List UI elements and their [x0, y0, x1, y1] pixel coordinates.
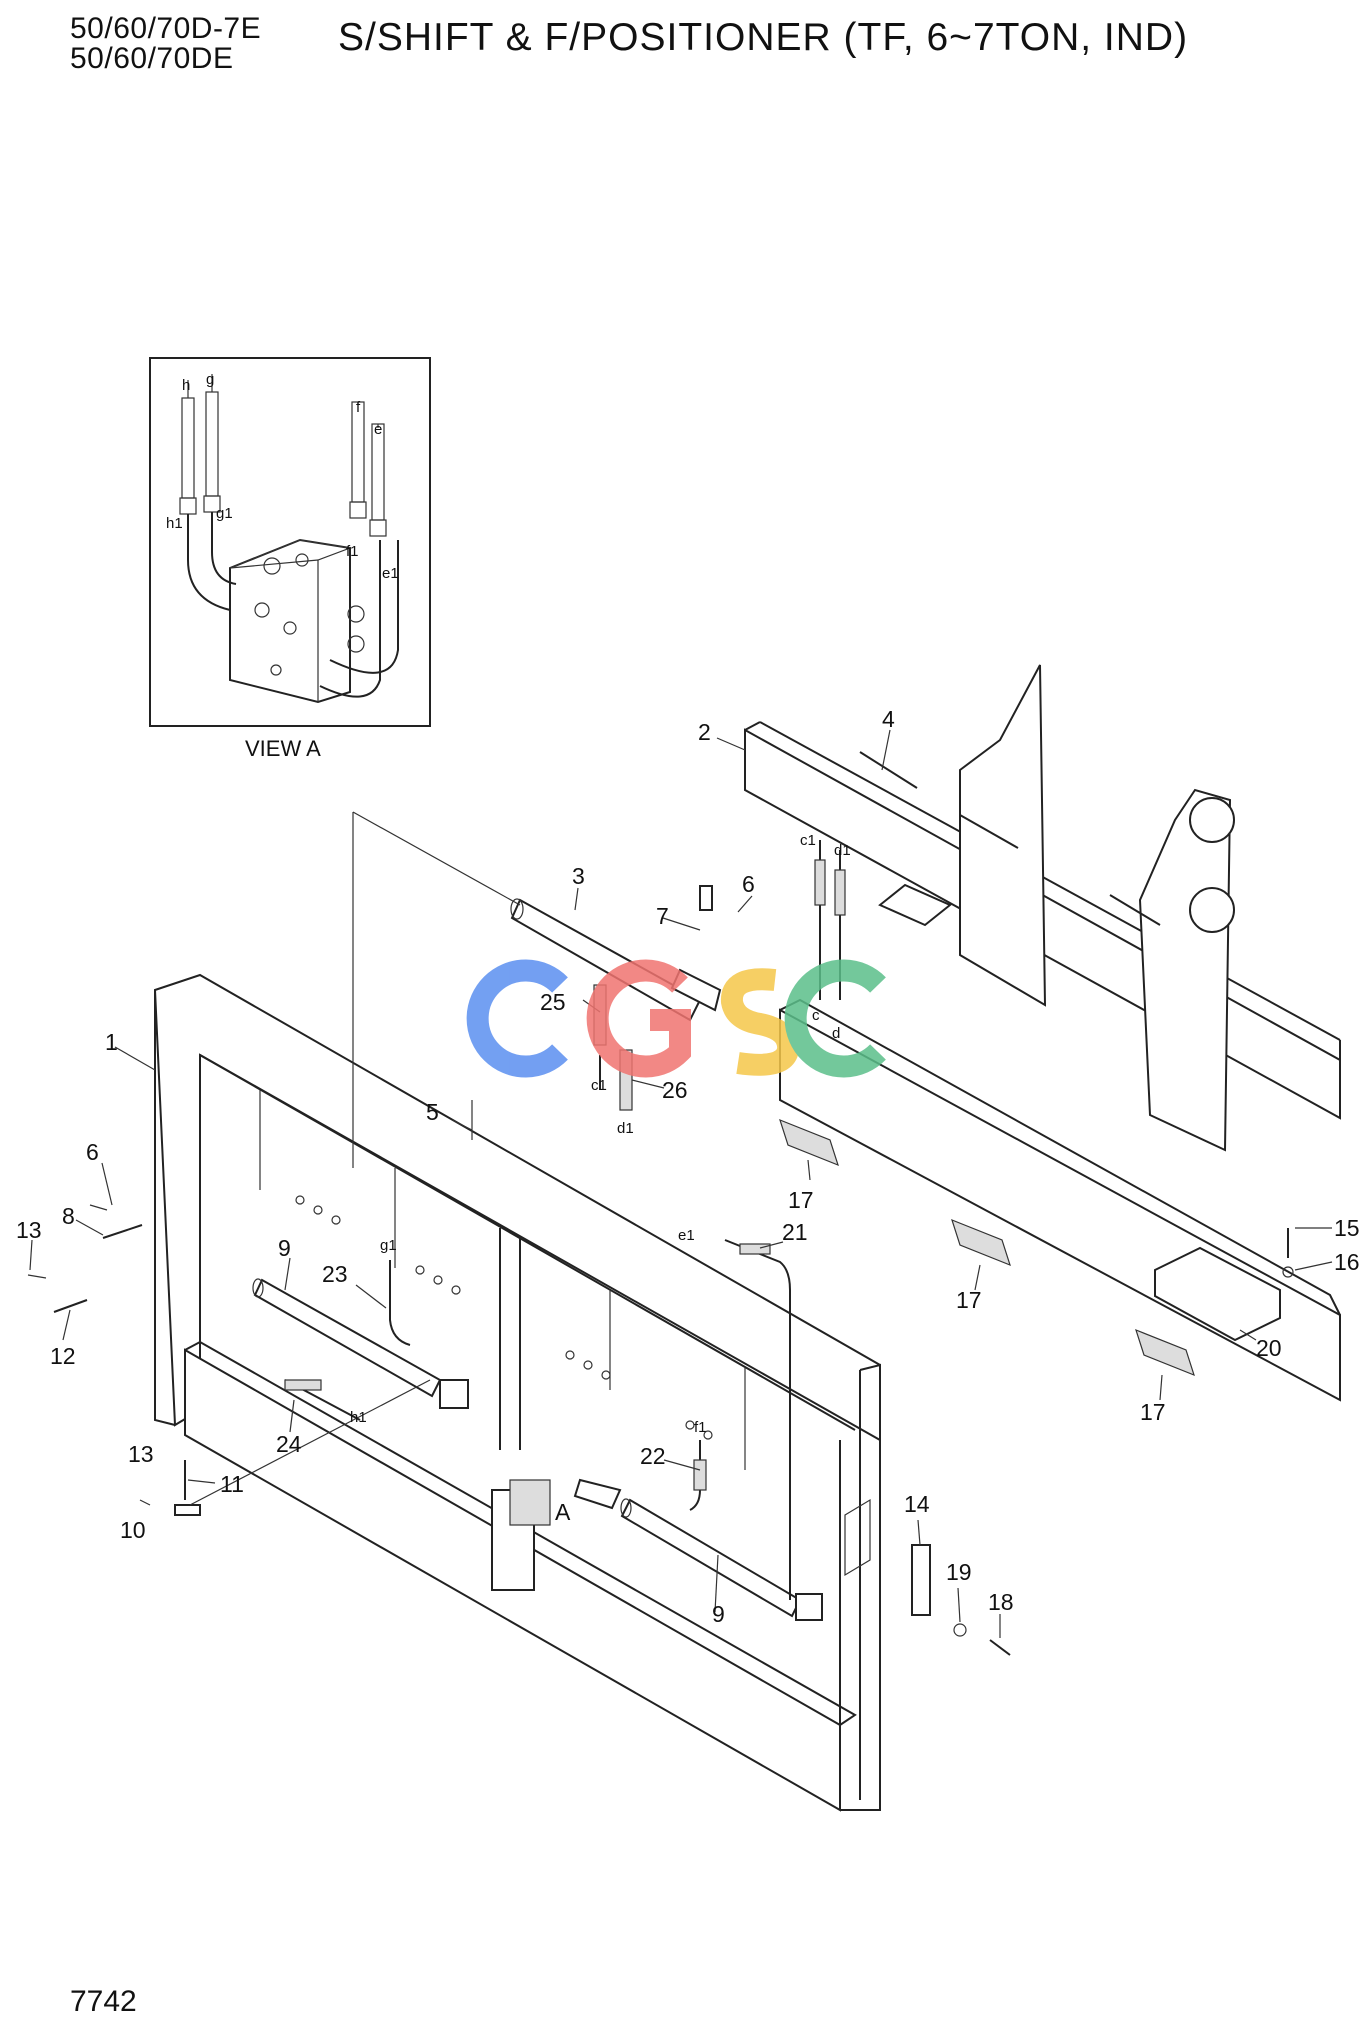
- callout-14: 14: [904, 1491, 930, 1517]
- callout-17-b: 17: [956, 1287, 982, 1313]
- cylinder-part-9-upper: [252, 1278, 469, 1409]
- tag-e1: e1: [678, 1227, 695, 1244]
- tag-d1-upper: d1: [834, 842, 851, 859]
- callout-20: 20: [1256, 1335, 1282, 1361]
- callout-23: 23: [322, 1261, 348, 1287]
- view-a-hose-e1-label: e1: [382, 565, 399, 582]
- callout-9-upper: 9: [278, 1235, 291, 1261]
- view-a-hose-g-label: g: [206, 371, 214, 388]
- callout-24: 24: [276, 1431, 302, 1457]
- view-a-inset: h g f e h1 g1 f1 e1 VIEW A: [149, 357, 431, 761]
- callout-18: 18: [988, 1589, 1014, 1615]
- view-a-hose-f1-label: f1: [346, 543, 359, 560]
- callout-13-left: 13: [16, 1217, 42, 1243]
- callout-6-upper: 6: [742, 871, 755, 897]
- callout-13-lower: 13: [128, 1441, 154, 1467]
- tag-h1: h1: [350, 1409, 367, 1426]
- tag-c: c: [812, 1007, 820, 1024]
- carriage-frame-part-2: [744, 664, 1341, 1402]
- pins-and-bolts: [27, 751, 1294, 1656]
- callout-1: 1: [105, 1029, 118, 1055]
- model-line-1: 50/60/70D-7E: [70, 12, 262, 45]
- view-a-hose-g1-label: g1: [216, 505, 233, 522]
- view-a-hose-h1-label: h1: [166, 515, 183, 532]
- tag-f1: f1: [694, 1419, 707, 1436]
- tag-g1: g1: [380, 1237, 397, 1254]
- leader-lines: [29, 729, 1333, 1638]
- callout-2: 2: [698, 719, 711, 745]
- callout-16: 16: [1334, 1249, 1360, 1275]
- callout-3: 3: [572, 863, 585, 889]
- callout-25: 25: [540, 989, 566, 1015]
- callout-17-a: 17: [788, 1187, 814, 1213]
- callout-4: 4: [882, 706, 895, 732]
- callout-5: 5: [426, 1099, 439, 1125]
- view-a-hose-h-label: h: [182, 377, 190, 394]
- callout-numbers: 1 2 3 4 5 6 6 7 8 9 9 10 11 12 13 13 14 …: [16, 706, 1360, 1627]
- model-line-2: 50/60/70DE: [70, 42, 234, 75]
- callout-8: 8: [62, 1203, 75, 1229]
- view-a-label: VIEW A: [245, 736, 321, 761]
- page-title: S/SHIFT & F/POSITIONER (TF, 6~7TON, IND): [338, 16, 1189, 59]
- callout-15: 15: [1334, 1215, 1360, 1241]
- callout-11: 11: [220, 1471, 244, 1497]
- tag-d1-lower: d1: [617, 1120, 634, 1137]
- callout-21: 21: [782, 1219, 808, 1245]
- tag-c1-lower: c1: [591, 1077, 607, 1094]
- tag-c1-upper: c1: [800, 832, 816, 849]
- callout-12: 12: [50, 1343, 76, 1369]
- hose-tags: c1 d1 c d c1 d1 e1 f1 g1 h1 A: [350, 832, 851, 1525]
- view-a-hose-e-label: e: [374, 421, 382, 438]
- callout-17-c: 17: [1140, 1399, 1166, 1425]
- wear-pads-part-17: [779, 1118, 1195, 1377]
- view-a-hose-f-label: f: [356, 399, 361, 416]
- callout-22: 22: [640, 1443, 666, 1469]
- callout-7: 7: [656, 903, 669, 929]
- positioner-frame-part-1: [153, 973, 881, 1812]
- callout-19: 19: [946, 1559, 972, 1585]
- callout-6-left: 6: [86, 1139, 99, 1165]
- tag-d: d: [832, 1025, 840, 1042]
- callout-26: 26: [662, 1077, 688, 1103]
- callout-9-lower: 9: [712, 1601, 725, 1627]
- tag-view-a-marker: A: [555, 1499, 571, 1525]
- page-number: 7742: [70, 1985, 137, 2018]
- callout-10: 10: [120, 1517, 146, 1543]
- cylinder-part-9-lower: [573, 1478, 823, 1621]
- watermark-logo: [466, 959, 886, 1078]
